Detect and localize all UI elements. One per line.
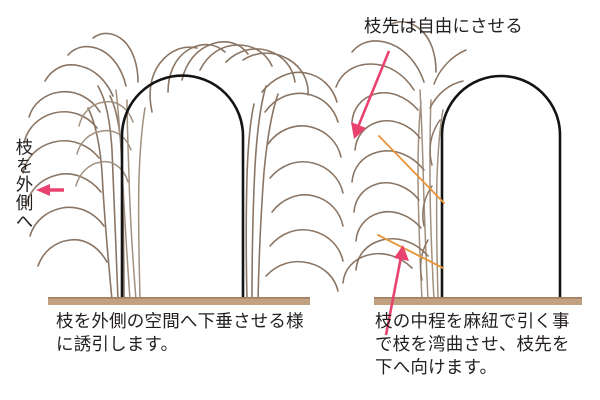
label-tip-free: 枝先は自由にさせる — [364, 17, 523, 37]
branch-outward-arrow — [36, 184, 64, 196]
ground-line-right — [374, 297, 582, 305]
garden-arch-left — [120, 74, 245, 301]
twine-pull-arrow — [384, 245, 409, 336]
branches-left-inner — [75, 89, 146, 301]
hemp-twine — [377, 135, 445, 269]
ground-line-left — [48, 297, 310, 305]
branches-right-outer — [335, 21, 437, 284]
caption-right: 枝の中程を麻紐で引く事で枝を湾曲させ、枝先を下へ向けます。 — [375, 312, 570, 378]
right-panel-graphics — [335, 21, 582, 336]
caption-left: 枝を外側の空間へ下垂させる様に誘引します。 — [56, 312, 304, 355]
label-branch-outward: 枝を外側へ — [13, 138, 33, 231]
branches-left-top — [149, 41, 309, 113]
branches-right-inner — [419, 49, 467, 281]
branches-left-outer — [22, 32, 139, 301]
branches-left-right-side — [245, 71, 344, 301]
tip-free-arrow — [351, 50, 391, 139]
left-panel-graphics — [22, 32, 344, 305]
garden-arch-right — [440, 74, 562, 301]
